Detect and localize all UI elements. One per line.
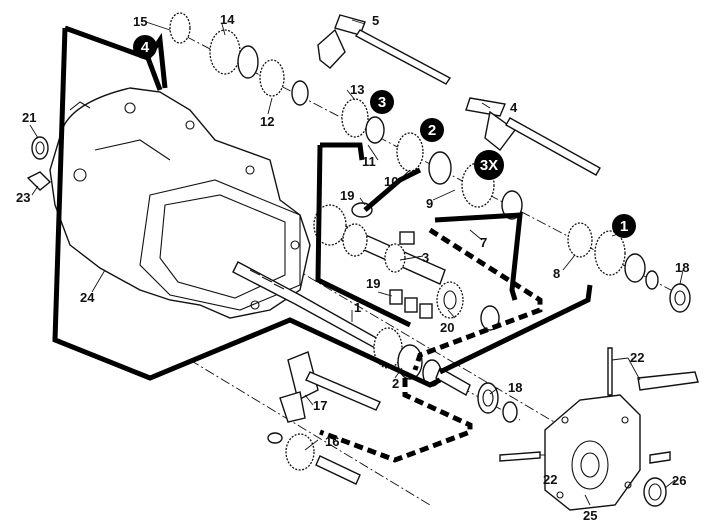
- part-label-10: 10: [384, 174, 398, 189]
- part-label-21: 21: [22, 110, 36, 125]
- part-label-7: 7: [480, 235, 487, 250]
- step-badge-3: 3: [370, 90, 394, 114]
- step-badge-4: 4: [133, 35, 157, 59]
- part-2-input-gear: [373, 327, 471, 397]
- leader-lines: [29, 19, 684, 506]
- step-badge-3x: 3X: [474, 150, 504, 180]
- svg-text:3X: 3X: [480, 157, 498, 174]
- upper-gear-train: [169, 12, 691, 313]
- part-25-rear-housing: [544, 394, 641, 511]
- part-label-3: 3: [422, 250, 429, 265]
- svg-text:3: 3: [378, 94, 386, 111]
- part-12-gear: [259, 59, 285, 97]
- part-label-18-upper: 18: [675, 260, 689, 275]
- part-label-14: 14: [220, 12, 235, 27]
- part-17-selector-fork: [279, 351, 381, 423]
- part-label-16: 16: [325, 434, 339, 449]
- part-label-20: 20: [440, 320, 454, 335]
- part-number-labels: 1 2 3 4 5 6 7 8 9 10 11 12 13 14 15 16 1…: [16, 12, 689, 523]
- part-label-8: 8: [553, 266, 560, 281]
- part-label-23: 23: [16, 190, 30, 205]
- part-label-19-upper: 19: [340, 188, 354, 203]
- part-label-19-lower: 19: [366, 276, 380, 291]
- part-label-15: 15: [133, 14, 147, 29]
- part-20-gear: [436, 281, 500, 331]
- part-label-9: 9: [426, 196, 433, 211]
- part-3-countershaft: [313, 204, 446, 285]
- part-label-22-lower: 22: [543, 472, 557, 487]
- part-26-seal: [643, 477, 667, 507]
- assembly-step-badges: 1 2 3 3X 4: [133, 35, 636, 238]
- gearbox-housing: [49, 87, 311, 319]
- part-16-reverse-gear: [267, 432, 361, 485]
- part-label-2: 2: [392, 376, 399, 391]
- part-23-clip: [26, 171, 52, 191]
- part-18-bearing-upper: [669, 283, 691, 313]
- part-label-12: 12: [260, 114, 274, 129]
- part-label-4: 4: [510, 100, 518, 115]
- part-22-bolts: [499, 347, 699, 464]
- part-label-5: 5: [372, 13, 379, 28]
- part-14-synchro: [209, 29, 241, 75]
- part-8-gear: [567, 222, 593, 258]
- part-label-13: 13: [350, 82, 364, 97]
- part-13-gear: [341, 98, 369, 138]
- power-flow-dashed-path: [319, 227, 543, 463]
- part-5-selector-fork: [317, 14, 452, 85]
- part-label-24: 24: [80, 290, 95, 305]
- part-label-18-lower: 18: [508, 380, 522, 395]
- part-21-seal: [31, 136, 49, 160]
- part-label-26: 26: [672, 473, 686, 488]
- part-label-25: 25: [583, 508, 597, 523]
- part-18-bearing-lower: [477, 382, 518, 423]
- part-4-selector-fork: [465, 97, 601, 176]
- part-15-gear: [169, 12, 191, 44]
- part-label-1: 1: [354, 300, 361, 315]
- part-6-gear: [594, 230, 626, 276]
- step-badge-1: 1: [612, 214, 636, 238]
- svg-text:2: 2: [428, 122, 436, 139]
- svg-text:1: 1: [620, 218, 628, 235]
- part-label-17: 17: [313, 398, 327, 413]
- part-label-11: 11: [362, 154, 376, 169]
- part-10-gear: [396, 132, 424, 172]
- part-label-22-upper: 22: [630, 350, 644, 365]
- step-badge-2: 2: [420, 118, 444, 142]
- svg-text:4: 4: [141, 39, 150, 56]
